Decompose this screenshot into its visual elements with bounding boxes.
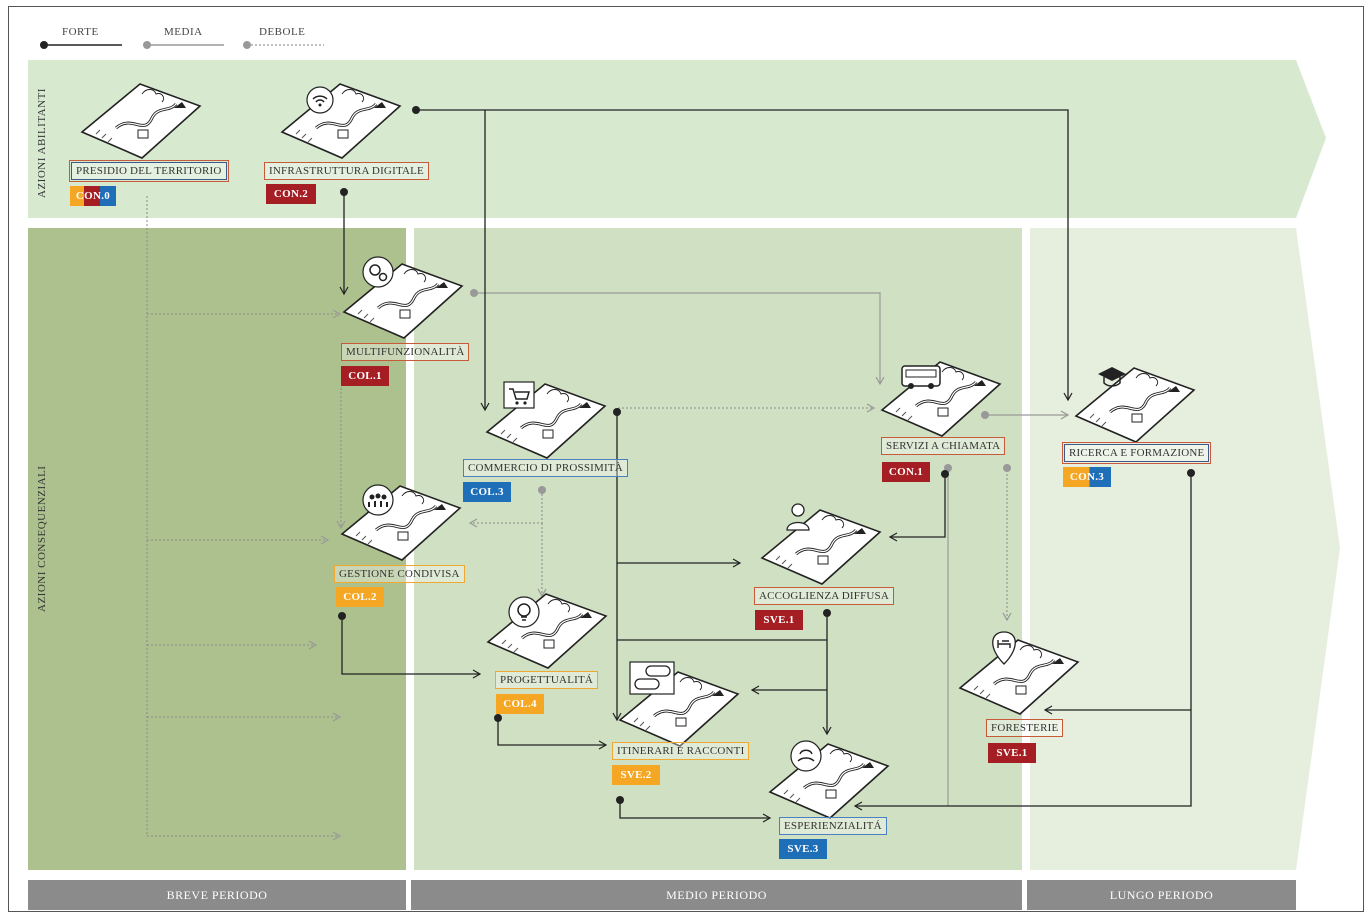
shopping-cart-icon [503,381,535,409]
period-medium: MEDIO PERIODO [411,880,1022,910]
node-itinerari-code: SVE.2 [612,765,660,785]
legend-strong-label: FORTE [62,26,99,38]
node-presidio-code: CON.0 [70,186,116,206]
node-servizi-code: CON.1 [882,462,930,482]
node-itinerari-label: ITINERARI E RACCONTI [612,742,750,760]
node-servizi-label: SERVIZI A CHIAMATA [881,437,1006,455]
tile-foresterie [958,638,1080,716]
node-accoglienza-code: SVE.1 [755,610,803,630]
node-gestione-code: COL.2 [336,587,384,607]
graduation-cap-icon [1098,367,1126,387]
node-commercio-label: COMMERCIO DI PROSSIMITÀ [463,459,628,477]
period-short: BREVE PERIODO [28,880,406,910]
tile-presidio [80,82,202,160]
node-commercio-code: COL.3 [463,482,511,502]
node-progettualita-label: PROGETTUALITÁ [495,671,599,689]
lightbulb-icon [508,596,540,628]
node-infrastruttura-label: INFRASTRUTTURA DIGITALE [264,162,429,180]
band-medium-period [414,228,1022,870]
node-foresterie-code: SVE.1 [988,743,1036,763]
weak-links-presidio [146,196,1012,841]
legend-weak-label: DEBOLE [259,26,306,38]
strong-links [339,109,1192,823]
tile-ricerca [1074,366,1196,444]
medium-links [474,292,1070,806]
hands-icon [790,740,822,772]
tile-servizi [880,360,1002,438]
bed-pin-icon [992,631,1016,665]
node-gestione-label: GESTIONE CONDIVISA [334,565,465,583]
legend-lines [40,41,324,49]
gears-icon [362,256,394,288]
tile-esperienzialita [768,742,890,820]
tile-progettualita [486,592,608,670]
period-long: LUNGO PERIODO [1027,880,1296,910]
host-icon [786,503,810,531]
node-accoglienza-label: ACCOGLIENZA DIFFUSA [754,587,895,605]
tile-multifunzionalita [342,262,464,340]
chat-icon [629,661,675,695]
node-multifunzionalita-label: MULTIFUNZIONALITÀ [341,343,470,361]
node-ricerca-code: CON.3 [1063,467,1111,487]
wifi-icon [306,86,334,114]
node-presidio-label: PRESIDIO DEL TERRITORIO [69,160,229,182]
tile-gestione [340,484,462,562]
node-multifunzionalita-code: COL.1 [341,366,389,386]
node-progettualita-code: COL.4 [496,694,544,714]
tile-infrastruttura [280,82,402,160]
band-short-period [28,228,406,870]
legend-medium-label: MEDIA [164,26,203,38]
node-infrastruttura-code: CON.2 [266,184,316,204]
bus-icon [901,365,941,389]
people-icon [362,484,394,516]
node-ricerca-label: RICERCA E FORMAZIONE [1061,442,1212,464]
node-esperienzialita-code: SVE.3 [779,839,827,859]
node-esperienzialita-label: ESPERIENZIALITÁ [779,817,887,835]
node-foresterie-label: FORESTERIE [986,719,1064,737]
tile-accoglienza [760,508,882,586]
diagram-frame [8,6,1364,912]
